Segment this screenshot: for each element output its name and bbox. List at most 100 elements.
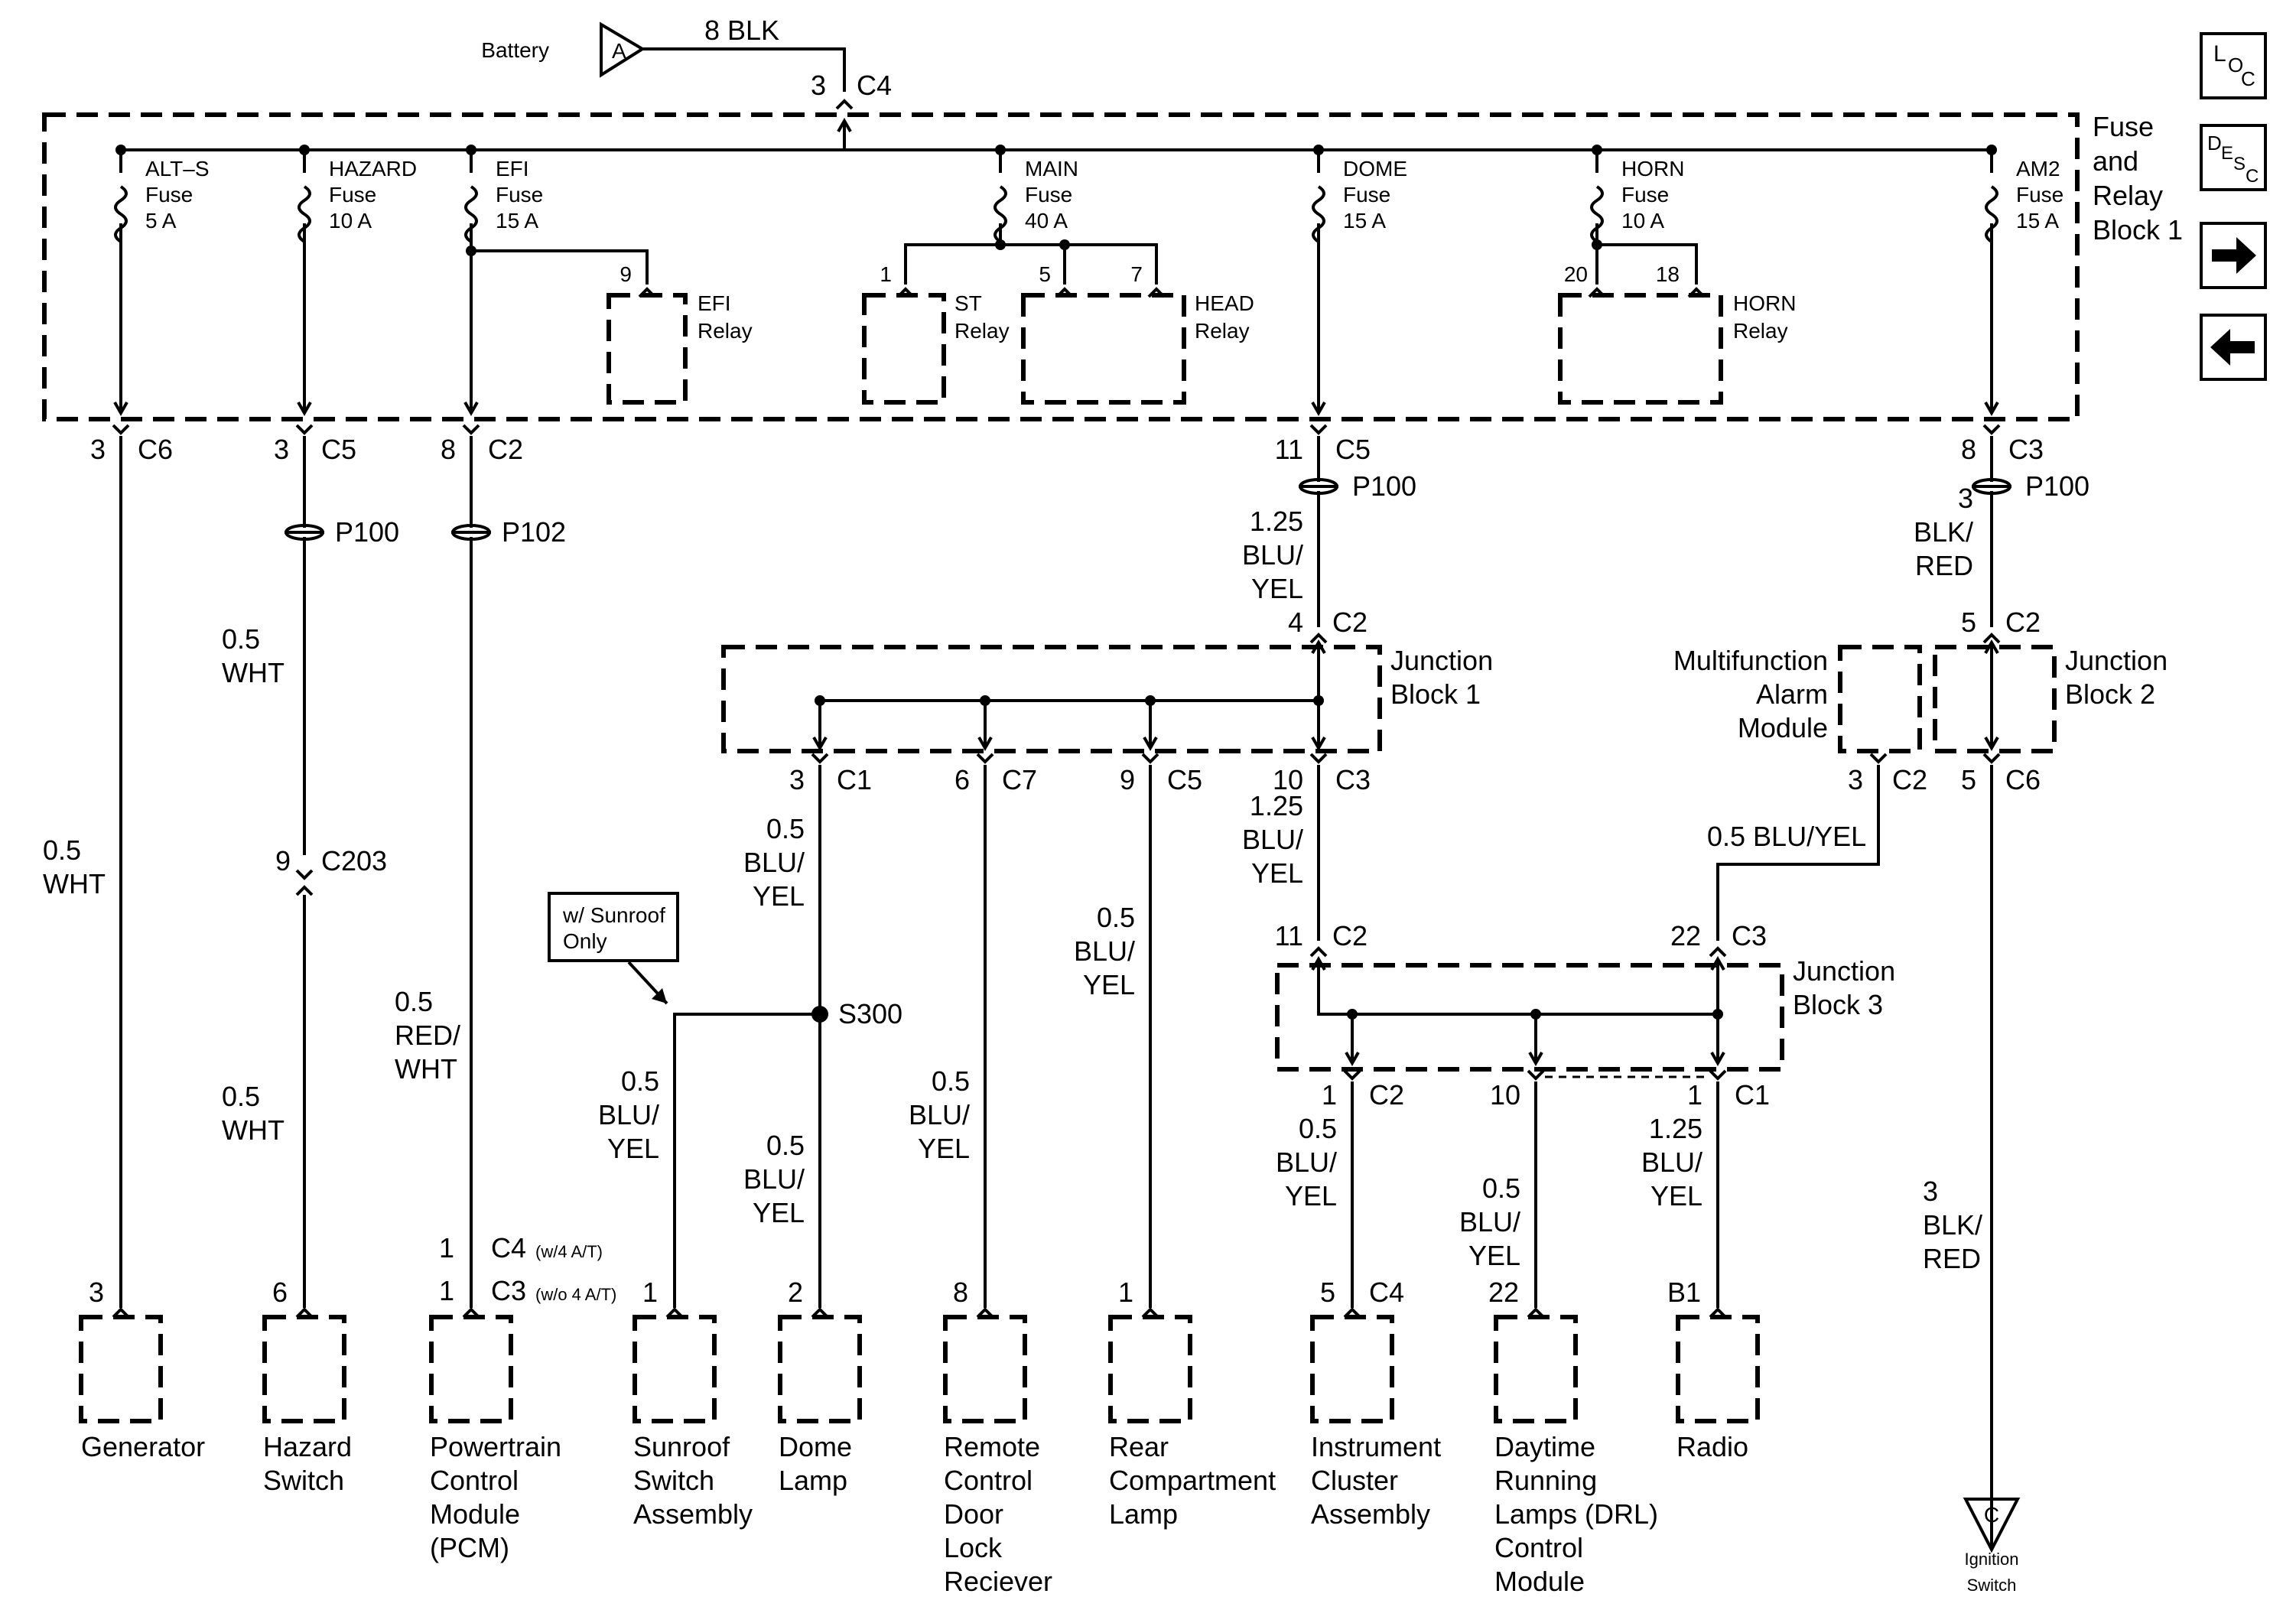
component-box	[429, 1315, 513, 1423]
wire-gauge-label: RED	[1915, 550, 1973, 581]
splice-label: P100	[335, 516, 399, 548]
fuse-icon	[298, 185, 311, 243]
wire-gauge-label: RED	[1923, 1243, 1981, 1274]
wire-gauge-label: BLU/	[1242, 824, 1303, 855]
fuse-amps: 15 A	[1343, 209, 1386, 233]
connector-name: C2	[1369, 1079, 1404, 1111]
connector-name: C203	[321, 845, 387, 877]
horn-relay	[1558, 293, 1723, 405]
component-label: Radio	[1676, 1431, 1748, 1462]
desc-letter-s: S	[2233, 154, 2246, 174]
relay-pin: 9	[620, 262, 632, 286]
output-arrow-icon	[297, 402, 312, 417]
location-view-button[interactable]: L O C	[2200, 32, 2267, 99]
battery-wire-label: 8 BLK	[704, 15, 779, 46]
wire-gauge-label: YEL	[1650, 1180, 1702, 1212]
note-text: Only	[563, 929, 607, 953]
connector-name: C2	[488, 434, 523, 465]
desc-letter-c: C	[2246, 166, 2259, 187]
output-arrow-icon	[1528, 1052, 1543, 1067]
loc-letter-o: O	[2228, 54, 2243, 76]
fuse-name: DOME	[1343, 157, 1407, 181]
st-relay	[862, 293, 946, 405]
component-label: Lock	[944, 1532, 1003, 1563]
relay-pin: 20	[1564, 262, 1588, 286]
connector-name: C2	[1332, 920, 1368, 951]
wire-gauge-label: BLU/	[1074, 935, 1135, 967]
connector-terminal	[1309, 633, 1328, 644]
arrow-right-icon	[2212, 237, 2256, 274]
wire-gauge-label: YEL	[753, 1197, 805, 1228]
fuse-amps: 10 A	[329, 209, 372, 233]
splice-label: S300	[838, 998, 902, 1029]
alarm-wire	[1716, 765, 1880, 941]
connector-name: C6	[138, 434, 173, 465]
component-label: Cluster	[1311, 1465, 1398, 1496]
connector-name: C3	[491, 1275, 526, 1306]
connector-terminal	[1709, 1069, 1727, 1081]
fuse-amps: 40 A	[1025, 209, 1068, 233]
component-pin: 6	[272, 1277, 288, 1308]
connector-terminal	[112, 424, 130, 435]
junction-block-title: Junction	[1390, 645, 1493, 676]
component-label: Sunroof	[633, 1431, 730, 1462]
connector-terminal	[295, 885, 314, 896]
connector-pin: 5	[1961, 764, 1976, 795]
component-label: Instrument	[1311, 1431, 1441, 1462]
fuse-block-title: Fuse	[2093, 111, 2154, 142]
battery-tag: A	[612, 39, 626, 63]
component-label: Module	[1494, 1566, 1585, 1597]
relay-word: Relay	[1733, 319, 1788, 343]
next-page-button[interactable]	[2200, 222, 2267, 289]
connector-pin: 6	[954, 764, 970, 795]
connector-name: C1	[1735, 1079, 1770, 1111]
fuse-word: Fuse	[1343, 183, 1390, 207]
connector-terminal	[1309, 753, 1328, 764]
relay-pin: 5	[1039, 262, 1051, 286]
connector-terminal	[112, 1307, 130, 1319]
ignition-triangle-icon	[1963, 1498, 2021, 1553]
output-arrow-icon	[1311, 737, 1326, 752]
description-view-button[interactable]: D E S C	[2200, 124, 2267, 191]
junction-block-title: Block 3	[1793, 989, 1883, 1020]
connector-pin: 4	[1288, 607, 1303, 638]
component-pin: 1	[642, 1277, 658, 1308]
component-label: Module	[1738, 712, 1828, 743]
previous-page-button[interactable]	[2200, 314, 2267, 381]
relay-name: ST	[954, 291, 982, 315]
component-box	[1108, 1315, 1192, 1423]
fuse-amps: 15 A	[496, 209, 538, 233]
wire-gauge-label: 3	[1958, 483, 1973, 514]
component-label: Dome	[779, 1431, 852, 1462]
connector-terminal	[811, 753, 829, 764]
connector-terminal	[1527, 1069, 1545, 1081]
output-arrow-icon	[463, 402, 479, 417]
connector-terminal	[976, 1307, 994, 1319]
component-pin: 22	[1488, 1277, 1519, 1308]
fuse-icon	[1590, 185, 1604, 243]
connector-terminal	[462, 1307, 480, 1319]
wire-gauge-label: BLU/	[1276, 1147, 1337, 1178]
component-label: Control	[1494, 1532, 1583, 1563]
connector-name: C7	[1002, 764, 1037, 795]
component-box	[1494, 1315, 1578, 1423]
component-label: Hazard	[263, 1431, 352, 1462]
fuse-name: HAZARD	[329, 157, 417, 181]
wire-gauge-label: 0.5	[932, 1065, 970, 1097]
note-text: w/ Sunroof	[562, 903, 665, 927]
wire-gauge-label: BLU/	[598, 1099, 659, 1130]
wire-gauge-label: BLK/	[1914, 516, 1973, 548]
connector-pin: 1	[1322, 1079, 1337, 1111]
connector-terminal	[1982, 753, 2001, 764]
connector-pin: 8	[441, 434, 456, 465]
component-pin: 8	[953, 1277, 968, 1308]
splice-label: P100	[1352, 470, 1416, 502]
jb3-bus	[1317, 959, 1718, 1016]
fuse-amps: 15 A	[2016, 209, 2059, 233]
component-label: Lamps (DRL)	[1494, 1498, 1658, 1530]
component-label: Lamp	[779, 1465, 847, 1496]
wire-gauge-label: 0.5	[766, 1130, 805, 1161]
wire-gauge-label: 0.5	[1482, 1173, 1520, 1204]
component-label: Switch	[263, 1465, 344, 1496]
wire-gauge-label: WHT	[222, 657, 285, 688]
